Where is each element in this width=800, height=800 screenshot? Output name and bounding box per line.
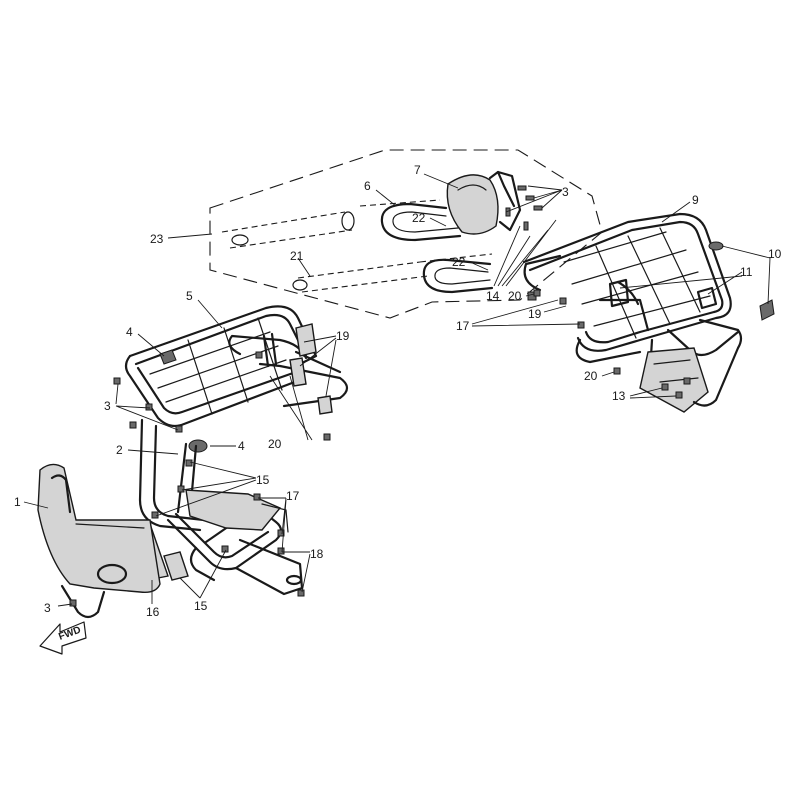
detail-inset bbox=[209, 149, 603, 319]
callout-19-front: 19 bbox=[336, 329, 350, 343]
callout-17-front: 17 bbox=[286, 489, 300, 503]
callout-9: 9 bbox=[692, 193, 699, 207]
front-fasteners bbox=[113, 351, 331, 453]
leader-lines bbox=[23, 173, 771, 607]
callout-16: 16 bbox=[146, 605, 160, 619]
callout-3-front: 3 bbox=[104, 399, 111, 413]
callout-3-upper: 3 bbox=[562, 185, 569, 199]
callout-3-lower: 3 bbox=[44, 601, 51, 615]
callout-10: 10 bbox=[768, 247, 782, 261]
bolt-set-upper bbox=[505, 185, 543, 301]
callout-22a: 22 bbox=[412, 211, 426, 225]
callout-7: 7 bbox=[414, 163, 421, 177]
callout-23: 23 bbox=[150, 232, 164, 246]
callout-21: 21 bbox=[290, 249, 304, 263]
callout-13: 13 bbox=[612, 389, 626, 403]
front-frame bbox=[37, 418, 304, 619]
callout-19-rear: 19 bbox=[528, 307, 542, 321]
callout-5: 5 bbox=[186, 289, 193, 303]
frame-fasteners bbox=[69, 421, 305, 607]
callout-2: 2 bbox=[116, 443, 123, 457]
rear-rack bbox=[522, 212, 743, 413]
callout-15-upper: 15 bbox=[256, 473, 270, 487]
callout-11: 11 bbox=[740, 265, 753, 279]
forward-arrow-icon bbox=[39, 621, 87, 655]
callout-14: 14 bbox=[486, 289, 500, 303]
callout-4-lower: 4 bbox=[238, 439, 245, 453]
callout-15-lower: 15 bbox=[194, 599, 208, 613]
forward-direction-marker: FWD bbox=[39, 621, 87, 655]
callout-4-upper: 4 bbox=[126, 325, 133, 339]
callout-20-rear: 20 bbox=[508, 289, 522, 303]
callout-labels: 23 21 6 7 22 22 3 14 9 10 11 20 19 17 20… bbox=[14, 163, 782, 619]
callout-6: 6 bbox=[364, 179, 371, 193]
rear-fasteners bbox=[533, 241, 775, 399]
callout-20-rear-lower: 20 bbox=[584, 369, 598, 383]
front-rack bbox=[124, 305, 349, 428]
callout-20-front: 20 bbox=[268, 437, 282, 451]
callout-17-rear: 17 bbox=[456, 319, 470, 333]
callout-22b: 22 bbox=[452, 255, 466, 269]
callout-1: 1 bbox=[14, 495, 21, 509]
callout-18: 18 bbox=[310, 547, 324, 561]
